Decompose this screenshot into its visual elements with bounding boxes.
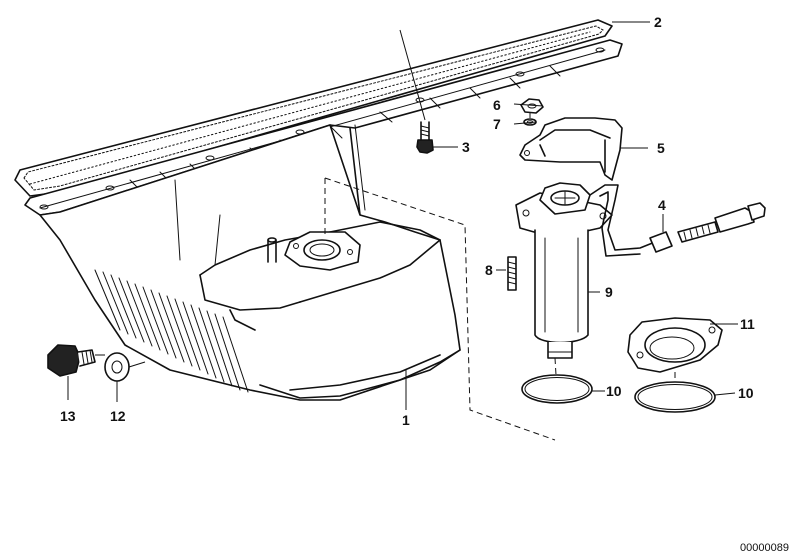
callout-4: 4 <box>658 197 666 213</box>
flange-gasket-plate <box>627 317 723 373</box>
o-ring-left <box>521 374 593 404</box>
callout-10-right: 10 <box>738 385 754 401</box>
nut <box>520 98 544 114</box>
drain-plug <box>47 344 96 377</box>
drain-plug-washer <box>104 352 130 382</box>
oil-pump-strainer <box>515 182 656 359</box>
leader-lines <box>67 21 738 410</box>
o-ring-right <box>634 381 716 413</box>
callout-6: 6 <box>493 97 501 113</box>
callout-10-left: 10 <box>606 383 622 399</box>
callout-2: 2 <box>654 14 662 30</box>
callout-12: 12 <box>110 408 126 424</box>
callout-11: 11 <box>740 316 755 332</box>
document-number: 00000089 <box>740 542 789 554</box>
callout-1: 1 <box>402 412 410 428</box>
oil-pan-gasket <box>14 19 613 197</box>
stud-bolt <box>507 256 517 291</box>
callout-5: 5 <box>657 140 665 156</box>
oil-line-sleeve <box>649 202 766 253</box>
callout-3: 3 <box>462 139 470 155</box>
oil-pan <box>24 39 623 401</box>
callout-8: 8 <box>485 262 493 278</box>
callout-labels: 1 2 3 4 5 6 7 8 9 10 10 11 12 13 <box>60 14 755 428</box>
callout-13: 13 <box>60 408 76 424</box>
callout-9: 9 <box>605 284 613 300</box>
callout-7: 7 <box>493 116 501 132</box>
pickup-bracket <box>519 117 623 181</box>
assembly-dashed-lines <box>324 113 676 441</box>
pan-bolt <box>416 121 434 154</box>
